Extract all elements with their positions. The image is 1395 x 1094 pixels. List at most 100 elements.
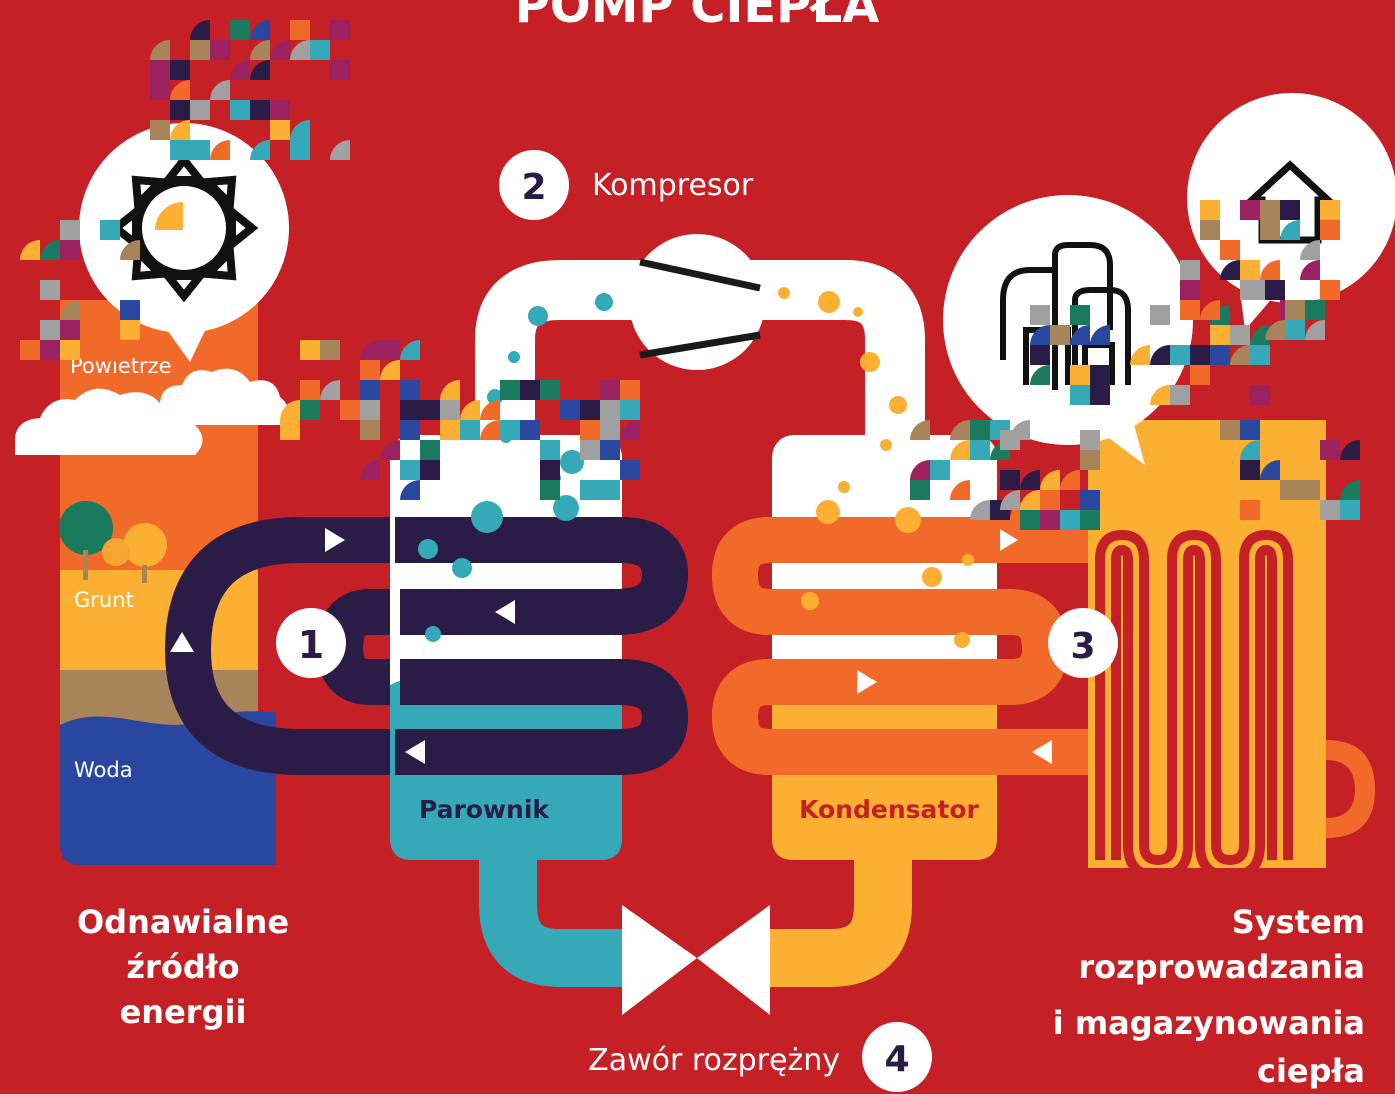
mosaic-tile [950, 480, 970, 500]
mosaic-tile [1260, 200, 1280, 220]
mosaic-tile [170, 100, 190, 120]
mosaic-tile [970, 420, 990, 440]
mosaic-tile [170, 120, 190, 140]
mosaic-tile [400, 420, 420, 440]
mosaic-tile [1240, 280, 1260, 300]
mosaic-tile [40, 240, 60, 260]
mosaic-tile [1320, 280, 1340, 300]
mosaic-tile [120, 320, 140, 340]
mosaic-tile [620, 460, 640, 480]
mosaic-tile [60, 340, 80, 360]
mosaic-tile [290, 140, 310, 160]
mosaic-tile [400, 380, 420, 400]
mosaic-tile [330, 20, 350, 40]
mosaic-tile [1000, 490, 1020, 510]
mosaic-tile [1070, 325, 1090, 345]
mosaic-tile [1200, 200, 1220, 220]
mosaic-tile [20, 240, 40, 260]
mosaic-tile [1285, 320, 1305, 340]
mosaic-tile [1060, 470, 1080, 490]
mosaic-tile [60, 240, 80, 260]
mosaic-tile [460, 420, 480, 440]
mosaic-tile [1220, 420, 1240, 440]
speech-bubble [79, 123, 289, 333]
mosaic-tile [1265, 320, 1285, 340]
mosaic-tile [1210, 325, 1230, 345]
mosaic-tile [380, 440, 400, 460]
mosaic-tile [60, 300, 80, 320]
mosaic-tile [1230, 325, 1250, 345]
mosaic-tile [1180, 280, 1200, 300]
mosaic-tile [1340, 500, 1360, 520]
mosaic-tile [1320, 200, 1340, 220]
mosaic-tile [1305, 300, 1325, 320]
mosaic-tile [1180, 260, 1200, 280]
mosaic-tile [290, 20, 310, 40]
mosaic-tile [1280, 480, 1300, 500]
mosaic-tile [300, 400, 320, 420]
mosaic-tile [340, 400, 360, 420]
mosaic-tile [1190, 345, 1210, 365]
mosaic-tile [1150, 305, 1170, 325]
mosaic-tile [1040, 510, 1060, 530]
mosaic-tile [440, 400, 460, 420]
mosaic-tile [400, 400, 420, 420]
step-3-marker: 3 [1048, 608, 1118, 678]
right-caption: System rozprowadzania i magazynowania ci… [1053, 903, 1365, 1090]
left-caption: Odnawialne źródło energii [77, 903, 289, 1031]
mosaic-tile [1130, 345, 1150, 365]
mosaic-tile [1090, 325, 1110, 345]
mosaic-tile [950, 420, 970, 440]
mosaic-tile [190, 100, 210, 120]
mosaic-tile [360, 340, 380, 360]
tree-icon [59, 501, 113, 555]
mosaic-tile [1305, 320, 1325, 340]
mosaic-tile [1030, 365, 1050, 385]
mosaic-tile [270, 120, 290, 140]
mosaic-tile [1080, 450, 1100, 470]
title: POMP CIEPŁA [515, 0, 880, 34]
left-caption-line: źródło [126, 948, 239, 986]
water-label: Woda [74, 758, 133, 782]
mosaic-tile [950, 440, 970, 460]
mosaic-tile [190, 40, 210, 60]
step-1-marker: 1 [276, 608, 346, 678]
mosaic-tile [420, 460, 440, 480]
mosaic-tile [150, 80, 170, 100]
mosaic-tile [280, 400, 300, 420]
mosaic-tile [600, 420, 620, 440]
mosaic-tile [1240, 460, 1260, 480]
mosaic-tile [1240, 200, 1260, 220]
mosaic-tile [330, 60, 350, 80]
mosaic-tile [620, 380, 640, 400]
mosaic-tile [1040, 490, 1060, 510]
mosaic-tile [1300, 240, 1320, 260]
mosaic-tile [910, 480, 930, 500]
mosaic-tile [1200, 300, 1220, 320]
right-caption-line: System [1232, 903, 1365, 941]
mosaic-tile [1170, 385, 1190, 405]
mosaic-tile [380, 340, 400, 360]
mosaic-tile [230, 20, 250, 40]
mosaic-tile [1300, 420, 1320, 440]
mosaic-tile [620, 400, 640, 420]
mosaic-tile [300, 340, 320, 360]
step-1-number: 1 [298, 623, 324, 667]
energy-source-column: Powietrze Grunt Woda [15, 300, 289, 865]
mosaic-tile [1240, 440, 1260, 460]
mosaic-tile [360, 360, 380, 380]
mosaic-tile [1260, 260, 1280, 280]
tree-icon [123, 523, 167, 567]
mosaic-tile [330, 140, 350, 160]
mosaic-tile [480, 420, 500, 440]
mosaic-tile [150, 60, 170, 80]
mosaic-tile [1340, 480, 1360, 500]
mosaic-tile [520, 380, 540, 400]
mosaic-tile [1090, 365, 1110, 385]
ground-label: Grunt [74, 588, 134, 612]
mosaic-tile [1080, 490, 1100, 510]
mosaic-tile [440, 380, 460, 400]
mosaic-tile [580, 400, 600, 420]
mosaic-tile [1210, 345, 1230, 365]
